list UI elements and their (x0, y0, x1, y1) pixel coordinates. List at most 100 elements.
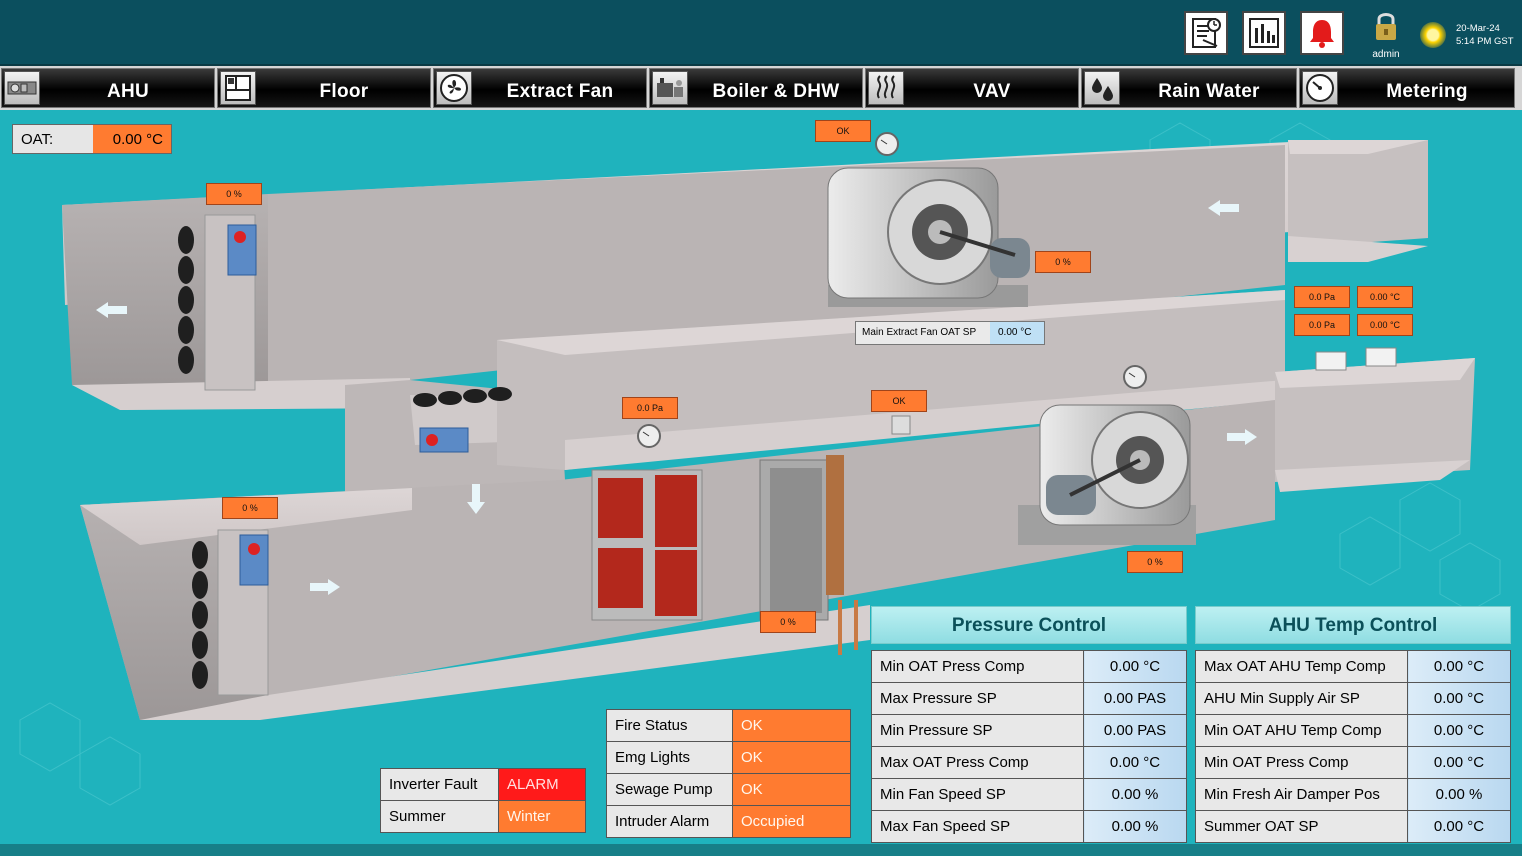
atc-label: Summer OAT SP (1195, 810, 1408, 843)
water-drops-icon (1084, 71, 1120, 105)
arrow-left-icon (1208, 200, 1239, 216)
atc-label: Min Fresh Air Damper Pos (1195, 778, 1408, 811)
filter-switch (891, 415, 911, 435)
ahu-temp-control-title: AHU Temp Control (1195, 606, 1511, 644)
temperature-tag-1[interactable]: 0.00 °C (1357, 286, 1413, 308)
extract-fan-speed-tag[interactable]: 0 % (1035, 251, 1091, 273)
atc-value[interactable]: 0.00 °C (1407, 650, 1511, 683)
pc-label: Min Fan Speed SP (871, 778, 1084, 811)
pressure-control-title: Pressure Control (871, 606, 1187, 644)
lower-duct-floor (140, 605, 870, 720)
pc-value[interactable]: 0.00 °C (1083, 650, 1187, 683)
fire-status-value: OK (732, 709, 851, 742)
inverter-fault-label: Inverter Fault (380, 768, 499, 801)
nav-boiler-dhw[interactable]: Boiler & DHW (649, 68, 863, 108)
nav-label: Boiler & DHW (712, 81, 840, 102)
nav-rain-water[interactable]: Rain Water (1081, 68, 1297, 108)
alarm-bell-icon[interactable] (1300, 11, 1344, 55)
nav-label: Metering (1386, 81, 1468, 102)
nav-metering[interactable]: Metering (1299, 68, 1515, 108)
nav-label: Extract Fan (506, 81, 614, 102)
extract-fan-status-tag[interactable]: OK (815, 120, 871, 142)
mix-damper-blades (413, 387, 512, 407)
nav-floor[interactable]: Floor (217, 68, 431, 108)
nav-vav[interactable]: VAV (865, 68, 1079, 108)
atc-label: Min OAT Press Comp (1195, 746, 1408, 779)
oat-value: 0.00 °C (93, 125, 171, 153)
boiler-icon (652, 71, 688, 105)
pc-value[interactable]: 0.00 % (1083, 810, 1187, 843)
atc-value[interactable]: 0.00 °C (1407, 682, 1511, 715)
fire-status-label: Fire Status (606, 709, 733, 742)
top-damper-tag[interactable]: 0 % (206, 183, 262, 205)
pressure-tag-2[interactable]: 0.0 Pa (1294, 314, 1350, 336)
report-icon[interactable] (1184, 11, 1228, 55)
floor-plan-icon (220, 71, 256, 105)
pc-value[interactable]: 0.00 °C (1083, 746, 1187, 779)
temperature-tag-2[interactable]: 0.00 °C (1357, 314, 1413, 336)
sensor-2 (1365, 347, 1397, 367)
season-value[interactable]: Winter (498, 800, 586, 833)
upper-duct-floor (72, 378, 410, 410)
atc-value[interactable]: 0.00 °C (1407, 746, 1511, 779)
emg-lights-label: Emg Lights (606, 741, 733, 774)
filter-pressure-tag[interactable]: 0.0 Pa (622, 397, 678, 419)
pc-label: Min Pressure SP (871, 714, 1084, 747)
pc-value[interactable]: 0.00 % (1083, 778, 1187, 811)
arrow-down-icon (467, 484, 485, 514)
filter-status-tag[interactable]: OK (871, 390, 927, 412)
inverter-table: Inverter Fault ALARM Summer Winter (380, 768, 586, 833)
nav-label: Floor (319, 81, 369, 102)
pc-label: Max Pressure SP (871, 682, 1084, 715)
user-lock[interactable]: admin (1370, 10, 1402, 60)
heat-waves-icon (868, 71, 904, 105)
upper-duct-back-wall (268, 145, 1285, 390)
atc-value[interactable]: 0.00 °C (1407, 714, 1511, 747)
supply-fan-speed-tag[interactable]: 0 % (1127, 551, 1183, 573)
user-name: admin (1372, 49, 1400, 60)
oat-label: OAT: (13, 125, 93, 153)
pressure-tag-1[interactable]: 0.0 Pa (1294, 286, 1350, 308)
nav-extract-fan[interactable]: Extract Fan (433, 68, 647, 108)
pc-value[interactable]: 0.00 PAS (1083, 682, 1187, 715)
pressure-gauge-extract (875, 132, 899, 156)
oat-display: OAT: 0.00 °C (12, 124, 172, 154)
intruder-alarm-value: Occupied (732, 805, 851, 838)
nav-ahu[interactable]: AHU (1, 68, 215, 108)
arrow-right-icon (310, 579, 340, 595)
nav-bar: AHU Floor Extract Fan Boiler & DHW VAV R… (0, 66, 1522, 110)
day-sun-icon (1420, 22, 1446, 48)
atc-value[interactable]: 0.00 % (1407, 778, 1511, 811)
atc-value[interactable]: 0.00 °C (1407, 810, 1511, 843)
atc-label: Max OAT AHU Temp Comp (1195, 650, 1408, 683)
date-time: 20-Mar-24 5:14 PM GST (1456, 22, 1514, 48)
trend-chart-icon[interactable] (1242, 11, 1286, 55)
arrow-right-icon (1227, 429, 1257, 445)
intruder-alarm-label: Intruder Alarm (606, 805, 733, 838)
table-row: Inverter Fault ALARM (380, 768, 586, 801)
bottom-damper-blades (192, 541, 208, 689)
bottom-damper-tag[interactable]: 0 % (222, 497, 278, 519)
pc-value[interactable]: 0.00 PAS (1083, 714, 1187, 747)
inverter-fault-value: ALARM (498, 768, 586, 801)
bottom-strip (0, 844, 1522, 856)
valve-position-tag[interactable]: 0 % (760, 611, 816, 633)
pressure-gauge-supply (1123, 365, 1147, 389)
gauge-icon (1302, 71, 1338, 105)
nav-label: AHU (106, 81, 150, 102)
right-lower-extension (1275, 358, 1475, 482)
atc-label: AHU Min Supply Air SP (1195, 682, 1408, 715)
extract-sp-value[interactable]: 0.00 °C (990, 322, 1044, 344)
extract-fan-graphic (827, 167, 1030, 307)
